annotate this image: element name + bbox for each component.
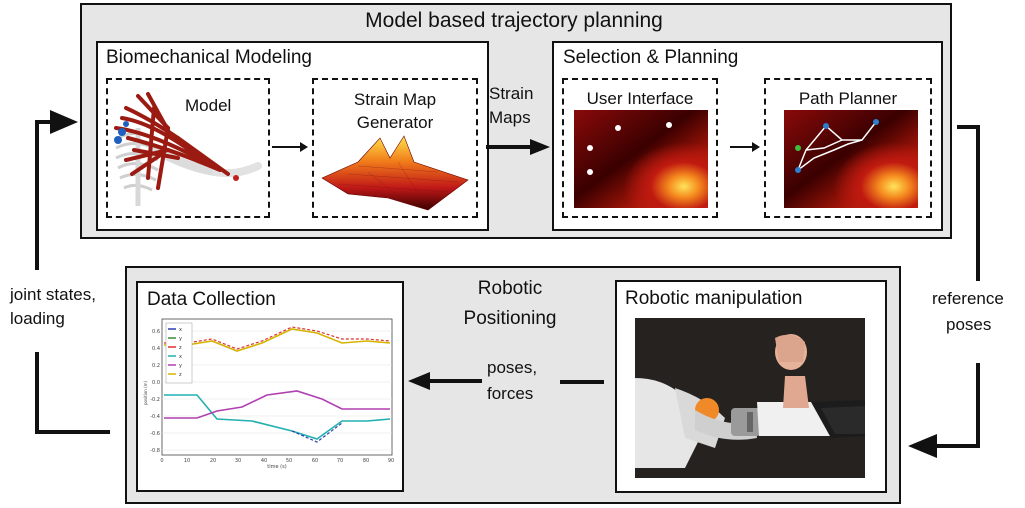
- arrow-ui-to-planner: [730, 142, 760, 152]
- ytick-7: -0.8: [150, 448, 160, 454]
- robotic-positioning-title-1: Robotic: [477, 278, 543, 299]
- xtick-3: 30: [235, 458, 241, 464]
- data-collection-title: Data Collection: [147, 289, 276, 310]
- robot-arm-photo: [635, 318, 865, 478]
- arrow-poses-forces: [408, 372, 482, 390]
- arrow-strain-maps: [486, 139, 550, 155]
- ytick-5: -0.4: [150, 414, 160, 420]
- strain-surface-plot: [321, 135, 469, 211]
- xtick-2: 20: [210, 458, 216, 464]
- ytick-0: 0.6: [152, 329, 160, 335]
- legend-entry-4: y: [179, 363, 182, 369]
- musculoskeletal-model-image: [114, 92, 262, 206]
- user-interface-heatmap: [574, 110, 708, 208]
- model-label: Model: [185, 96, 232, 115]
- legend-entry-0: x: [179, 327, 182, 333]
- xtick-9: 90: [388, 458, 394, 464]
- selection-planning-title: Selection & Planning: [563, 47, 739, 68]
- top-panel-title: Model based trajectory planning: [365, 9, 663, 32]
- poses-forces-label-2: forces: [487, 384, 534, 403]
- xtick-5: 50: [286, 458, 292, 464]
- reference-poses-label-2: poses: [946, 315, 992, 334]
- ytick-6: -0.6: [150, 431, 160, 437]
- strain-maps-label-2: Maps: [489, 108, 531, 127]
- strain-maps-label-1: Strain: [489, 84, 534, 103]
- reference-poses-label-1: reference: [932, 289, 1004, 308]
- legend-entry-5: z: [179, 372, 182, 378]
- xtick-6: 60: [312, 458, 318, 464]
- biomech-modeling-title: Biomechanical Modeling: [106, 47, 312, 68]
- legend-entry-3: x: [179, 354, 182, 360]
- arrow-poses-forces-tail: [560, 380, 604, 384]
- strain-map-generator-label-2: Generator: [356, 113, 434, 132]
- user-interface-label: User Interface: [586, 89, 694, 108]
- path-planner-heatmap: [784, 110, 918, 208]
- robotic-manipulation-title: Robotic manipulation: [625, 288, 803, 309]
- xtick-1: 10: [184, 458, 190, 464]
- ytick-1: 0.4: [152, 346, 160, 352]
- joint-states-label-2: loading: [10, 309, 65, 328]
- path-planner-label: Path Planner: [798, 89, 898, 108]
- legend-entry-2: z: [179, 345, 182, 351]
- poses-forces-label-1: poses,: [487, 358, 538, 377]
- ytick-4: -0.2: [150, 397, 160, 403]
- ytick-3: 0.0: [152, 380, 160, 386]
- joint-states-label-1: joint states,: [10, 285, 96, 304]
- y-axis-label: position (m): [143, 380, 148, 405]
- xtick-8: 80: [363, 458, 369, 464]
- strain-map-generator-label-1: Strain Map: [353, 90, 437, 109]
- arrow-model-to-strain-generator: [272, 142, 308, 152]
- xtick-4: 40: [261, 458, 267, 464]
- ytick-2: 0.2: [152, 363, 160, 369]
- x-axis-label: time (s): [267, 464, 286, 470]
- data-collection-plot: x y z x y z 0.6 0.4 0.2 0.0 -0.2 -0.4 -0…: [143, 318, 394, 470]
- xtick-0: 0: [160, 458, 163, 464]
- xtick-7: 70: [337, 458, 343, 464]
- legend-entry-1: y: [179, 336, 182, 342]
- robotic-positioning-title-2: Positioning: [463, 308, 557, 329]
